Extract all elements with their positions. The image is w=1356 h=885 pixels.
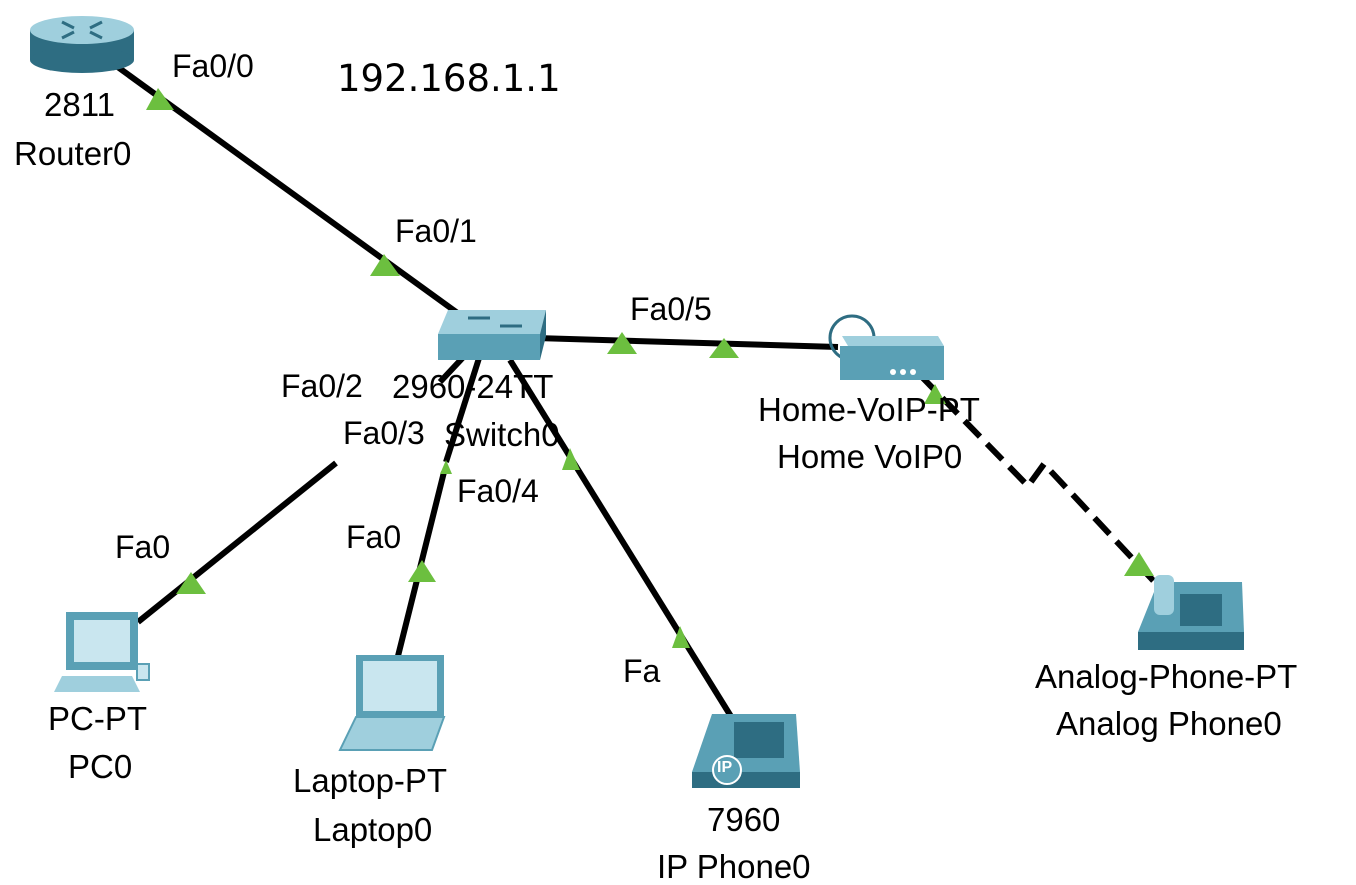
router-name-label: Router0: [14, 135, 132, 172]
switch-icon[interactable]: [438, 310, 546, 360]
ip-phone-model-label: 7960: [707, 801, 781, 838]
laptop-model-label: Laptop-PT: [293, 762, 448, 799]
port-up-indicator: [370, 254, 400, 276]
port-label-pc-fa0: Fa0: [115, 529, 171, 565]
switch-ipphone-link[interactable]: [507, 358, 735, 720]
switch-laptop-link-upper[interactable]: [443, 354, 483, 463]
router-icon[interactable]: [30, 16, 134, 73]
ip-phone-name-label: IP Phone0: [657, 848, 811, 885]
laptop-icon[interactable]: [338, 655, 446, 751]
pc-icon[interactable]: [54, 612, 150, 692]
port-label-laptop-fa0: Fa0: [346, 519, 402, 555]
port-up-indicator: [924, 384, 946, 404]
analog-phone-model-label: Analog-Phone-PT: [1035, 658, 1298, 695]
port-up-indicator: [607, 332, 637, 354]
port-up-indicator: [1124, 552, 1154, 576]
laptop-name-label: Laptop0: [313, 811, 433, 848]
home-voip-icon[interactable]: [828, 314, 944, 380]
analog-phone-name-label: Analog Phone0: [1056, 705, 1282, 742]
switch-model-label: 2960-24TT: [392, 368, 554, 405]
port-up-indicator: [408, 560, 436, 582]
ip-phone-badge: IP: [717, 759, 733, 776]
port-label-switch-fa0-3: Fa0/3: [343, 415, 425, 451]
port-up-indicator: [562, 448, 580, 470]
port-label-switch-fa0-2: Fa0/2: [281, 368, 363, 404]
port-up-indicator: [176, 572, 206, 594]
ip-address-annotation: 192.168.1.1: [337, 57, 561, 100]
port-up-indicator: [146, 88, 174, 110]
router-model-label: 2811: [44, 86, 115, 123]
switch-pc-link[interactable]: [136, 460, 338, 625]
pc-model-label: PC-PT: [48, 700, 147, 737]
port-up-indicator: [440, 460, 452, 474]
port-label-ip-phone-fa: Fa: [623, 653, 661, 689]
home-voip-name-label: Home VoIP0: [777, 438, 963, 475]
port-up-indicator: [672, 626, 690, 648]
port-label-switch-fa0-1: Fa0/1: [395, 213, 477, 249]
analog-phone-icon[interactable]: [1138, 575, 1244, 650]
port-label-switch-fa0-4: Fa0/4: [457, 473, 539, 509]
home-voip-model-label: Home-VoIP-PT: [758, 391, 980, 428]
port-label-switch-fa0-5: Fa0/5: [630, 291, 712, 327]
ip-phone-icon[interactable]: [692, 714, 800, 788]
switch-name-label: Switch0: [444, 416, 560, 453]
port-indicators: [146, 88, 1154, 648]
pc-name-label: PC0: [68, 748, 133, 785]
port-up-indicator: [709, 338, 739, 358]
links: [106, 57, 1165, 720]
switch-homevoip-link[interactable]: [535, 335, 839, 350]
port-label-router-fa0-0: Fa0/0: [172, 48, 254, 84]
homevoip-analogphone-link[interactable]: [917, 372, 1165, 593]
